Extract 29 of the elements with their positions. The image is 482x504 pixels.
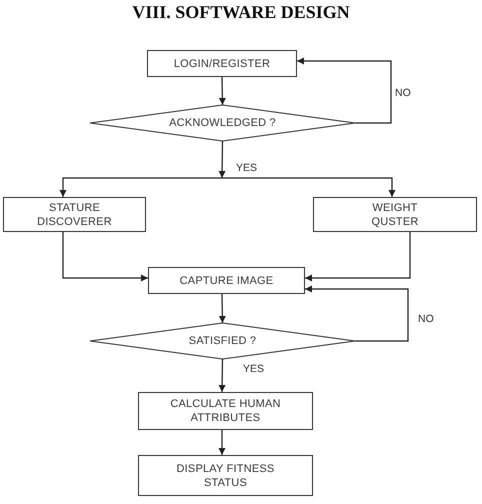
process-box [313,197,477,232]
step-text: CALCULATE HUMAN ATTRIBUTES [169,397,282,425]
diagram-title: VIII. SOFTWARE DESIGN [132,2,350,23]
decision-diamond [90,323,355,359]
arrow [218,294,226,324]
arrow [218,430,226,455]
arrow [218,359,226,392]
question-text: SATISFIED ? [188,334,256,348]
process-box [148,267,305,294]
process-box [147,50,297,77]
step-text: WEIGHT QUSTER [370,200,420,228]
process-box [3,197,146,232]
edge-label: YES [236,162,258,174]
step-text: DISPLAY FITNESS STATUS [176,462,276,490]
step-text: LOGIN/REGISTER [174,56,270,70]
arrow [60,177,222,197]
edge-label: NO [395,87,411,99]
edge-label: NO [418,313,434,325]
step-text: STATURE DISCOVERER [36,200,113,228]
arrow [305,286,409,342]
process-box [138,455,313,496]
process-box [138,392,313,430]
edge-label: YES [243,363,264,375]
question-text: ACKNOWLEDGED ? [169,116,276,130]
arrow [305,232,411,282]
arrow [297,58,392,124]
arrow [62,232,148,282]
decision-diamond [90,105,355,141]
step-text: CAPTURE IMAGE [180,274,274,288]
